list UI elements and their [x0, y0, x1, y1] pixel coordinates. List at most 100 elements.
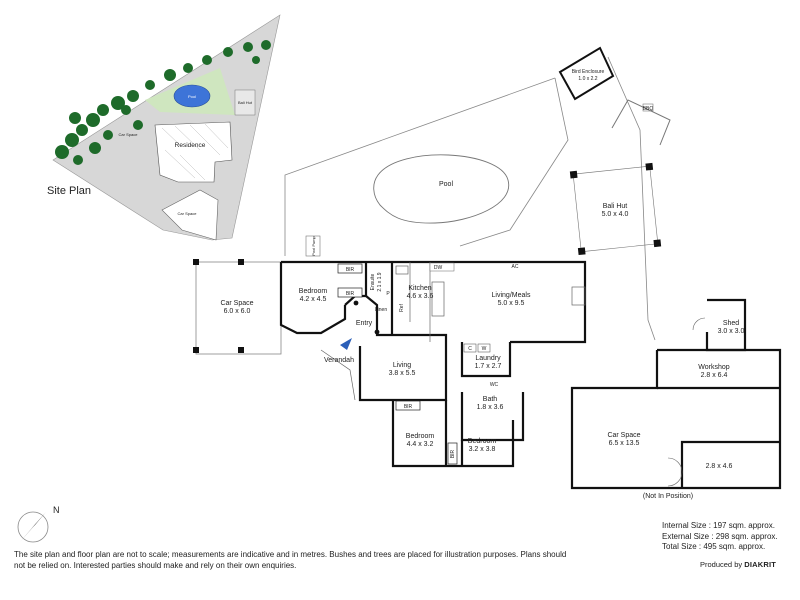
bali-hut-posts [569, 162, 662, 256]
site-plan: Pool Bali Hut Residence Car Space Car Sp… [47, 14, 281, 241]
bath-name: Bath [483, 396, 498, 403]
bbq-bench [611, 99, 671, 146]
external-size: External Size : 298 sqm. approx. [662, 531, 778, 541]
bedroom-main-dims: 4.2 x 4.5 [300, 296, 327, 303]
bbq-label: BBQ [643, 106, 654, 112]
workshop-carspace-walls [570, 348, 782, 490]
car-space-right-dims: 6.5 x 13.5 [609, 440, 640, 447]
wall-bedroom-main [279, 262, 347, 335]
kitchen-cooktop [395, 265, 409, 275]
bird-enclosure [558, 46, 615, 101]
wc-label: WC [490, 382, 499, 388]
shed-door-swing [692, 317, 706, 331]
pool-outline [373, 154, 510, 224]
site-pool [173, 84, 211, 108]
site-car-space-bottom [161, 189, 219, 241]
bath-dims: 1.8 x 3.6 [477, 404, 504, 411]
dw-label: DW [434, 265, 443, 271]
bir-mid-box [337, 287, 363, 298]
c-label: C [468, 346, 472, 352]
car-space-left-name: Car Space [220, 300, 253, 307]
entry-post-1 [353, 300, 359, 306]
living-name: Living [393, 362, 411, 369]
bir-top-box [337, 263, 363, 274]
credit-brand: DIAKRIT [744, 560, 777, 569]
verandah-edge [320, 349, 356, 401]
bedroom2-name: Bedroom [406, 433, 435, 440]
compass: N [17, 505, 60, 543]
yard-fence-right [607, 56, 656, 341]
site-pool-label: Pool [188, 94, 196, 99]
pool-pump [305, 235, 321, 257]
p-label: P [386, 291, 390, 297]
bir-mid-label: BIR [346, 291, 355, 297]
bedroom-main-name: Bedroom [299, 288, 328, 295]
site-bali-hut [234, 89, 256, 116]
workshop-name: Workshop [698, 364, 729, 371]
site-residence-hatch [161, 123, 229, 181]
w-box [477, 343, 491, 353]
living-dims: 3.8 x 5.5 [389, 370, 416, 377]
w-label: W [482, 346, 487, 352]
internal-size: Internal Size : 197 sqm. approx. [662, 521, 775, 530]
kitchen-island [431, 281, 445, 317]
shed-name: Shed [723, 320, 739, 327]
bir-top-label: BIR [346, 267, 355, 273]
ensuite-dims: 2.1 x 1.9 [377, 272, 383, 291]
site-plan-title: Site Plan [47, 185, 91, 197]
site-residence-label: Residence [175, 142, 206, 149]
bir-bed2-box [395, 400, 421, 411]
entry-label: Entry [356, 320, 373, 327]
pool-label: Pool [439, 181, 453, 188]
entry-arrow-icon [340, 338, 352, 350]
store-dims: 2.8 x 4.6 [706, 463, 733, 470]
entry-post-2 [374, 329, 380, 335]
fireplace [571, 286, 586, 306]
dw-box [429, 262, 455, 272]
bird-enclosure-dims: 1.0 x 2.2 [578, 76, 597, 82]
credit: Produced by DIAKRIT [700, 560, 776, 569]
wall-living [344, 294, 448, 402]
yard-fence-left [284, 77, 556, 256]
shed-dims: 3.0 x 3.0 [718, 328, 745, 335]
disclaimer: The site plan and floor plan are not to … [14, 550, 567, 570]
living-meals-name: Living/Meals [492, 292, 531, 299]
total-size: Total Size : 495 sqm. approx. [662, 542, 766, 551]
wall-bedrooms-bottom [391, 400, 515, 468]
bali-hut-name: Bali Hut [603, 203, 628, 210]
site-car-space-bottom-label: Car Space [178, 211, 198, 216]
bedroom3-name: Bedroom [468, 438, 497, 445]
car-space-left-posts [193, 259, 244, 353]
pool-pump-label: Pool Pump [311, 235, 316, 255]
bir-bed3-label: BIR [450, 449, 456, 458]
outdoor-area: Pool Bird Enclosure 1.0 x 2.2 BBQ Bali H… [284, 46, 671, 341]
ensuite-name: Ensuite [370, 273, 376, 290]
bedroom3-dims: 3.2 x 3.8 [469, 446, 496, 453]
kitchen-name: Kitchen [408, 285, 431, 292]
kitchen-dims: 4.6 x 3.6 [407, 293, 434, 300]
verandah-label: Verandah [324, 357, 354, 364]
living-meals-dims: 5.0 x 9.5 [498, 300, 525, 307]
bir-bed2-label: BIR [404, 404, 413, 410]
car-space-right-name: Car Space [607, 432, 640, 439]
credit-prefix: Produced by [700, 560, 743, 569]
laundry-dims: 1.7 x 2.7 [475, 363, 502, 370]
car-space-left: Car Space 6.0 x 6.0 [193, 259, 282, 355]
size-summary: Internal Size : 197 sqm. approx. Externa… [662, 521, 792, 553]
bedroom2-dims: 4.4 x 3.2 [407, 441, 434, 448]
car-space-left-dims: 6.0 x 6.0 [224, 308, 251, 315]
bbq-unit [642, 103, 654, 112]
ref-label: Ref [399, 303, 405, 311]
bir-bed3-box [447, 442, 458, 465]
site-car-space-top-label: Car Space [119, 132, 139, 137]
compass-needle-north-icon [31, 512, 46, 529]
bali-hut-dims: 5.0 x 4.0 [602, 211, 629, 218]
wall-bath [460, 392, 525, 442]
compass-ring [17, 511, 49, 543]
room-labels: BIR BIR Bedroom 4.2 x 4.5 Ensuite 2.1 x … [299, 262, 531, 465]
site-trees [55, 40, 271, 165]
not-in-position-label: (Not In Position) [643, 493, 693, 500]
ac-label: AC [512, 264, 519, 270]
yard-fence-pool [459, 77, 569, 247]
